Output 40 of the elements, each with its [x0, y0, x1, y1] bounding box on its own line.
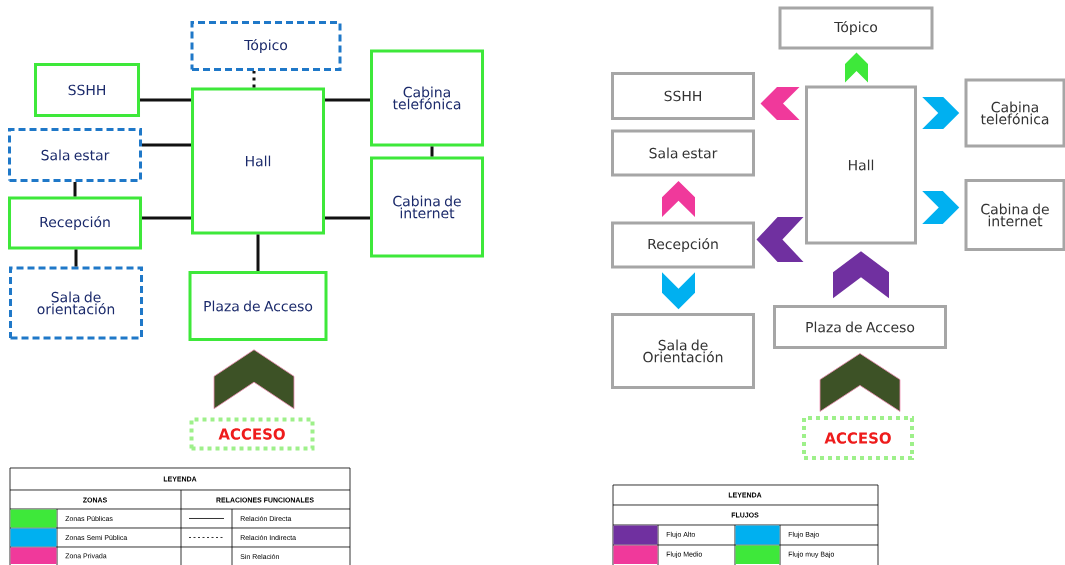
room-box: Recepción — [611, 221, 755, 269]
chevron-arrow — [833, 251, 889, 299]
room-box: Sala estar — [611, 129, 755, 177]
room-box: Tópico — [190, 21, 342, 71]
connector-line — [142, 143, 191, 147]
room-box: Sala de Orientación — [611, 313, 755, 389]
chevron-arrow — [662, 181, 695, 217]
connector-line — [430, 146, 434, 157]
room-box: Cabina telefónica — [370, 49, 484, 147]
access-box: ACCESO — [189, 417, 315, 451]
access-box: ACCESO — [802, 416, 914, 460]
room-box: Plaza de Acceso — [188, 271, 328, 341]
room-box: Cabina de internet — [370, 156, 484, 258]
room-box: Plaza de Acceso — [773, 305, 947, 349]
connector-line — [74, 249, 78, 267]
chevron-arrow — [845, 52, 868, 83]
connector-line — [140, 98, 191, 102]
room-box: Cabina de internet — [964, 179, 1065, 251]
chevron-arrow — [213, 349, 295, 410]
room-box: Tópico — [778, 6, 934, 50]
chevron-arrow — [662, 272, 695, 310]
room-box: Hall — [805, 85, 917, 245]
room-box: SSHH — [611, 72, 755, 120]
room-box: Hall — [191, 87, 325, 235]
chevron-arrow — [922, 97, 960, 129]
chevron-arrow — [760, 87, 800, 120]
connector-line — [252, 71, 256, 88]
room-box: Cabina telefónica — [964, 78, 1065, 148]
connector-line — [142, 216, 191, 220]
room-box: Sala estar — [8, 128, 142, 182]
connector-line — [325, 98, 370, 102]
room-box: Recepción — [8, 196, 142, 250]
room-box: SSHH — [34, 63, 140, 117]
chevron-arrow — [756, 217, 804, 262]
chevron-arrow — [819, 353, 901, 412]
connector-line — [256, 234, 260, 271]
room-box: Sala de orientación — [9, 266, 143, 340]
connector-line — [325, 216, 370, 220]
chevron-arrow — [922, 191, 960, 224]
connector-line — [73, 182, 77, 197]
